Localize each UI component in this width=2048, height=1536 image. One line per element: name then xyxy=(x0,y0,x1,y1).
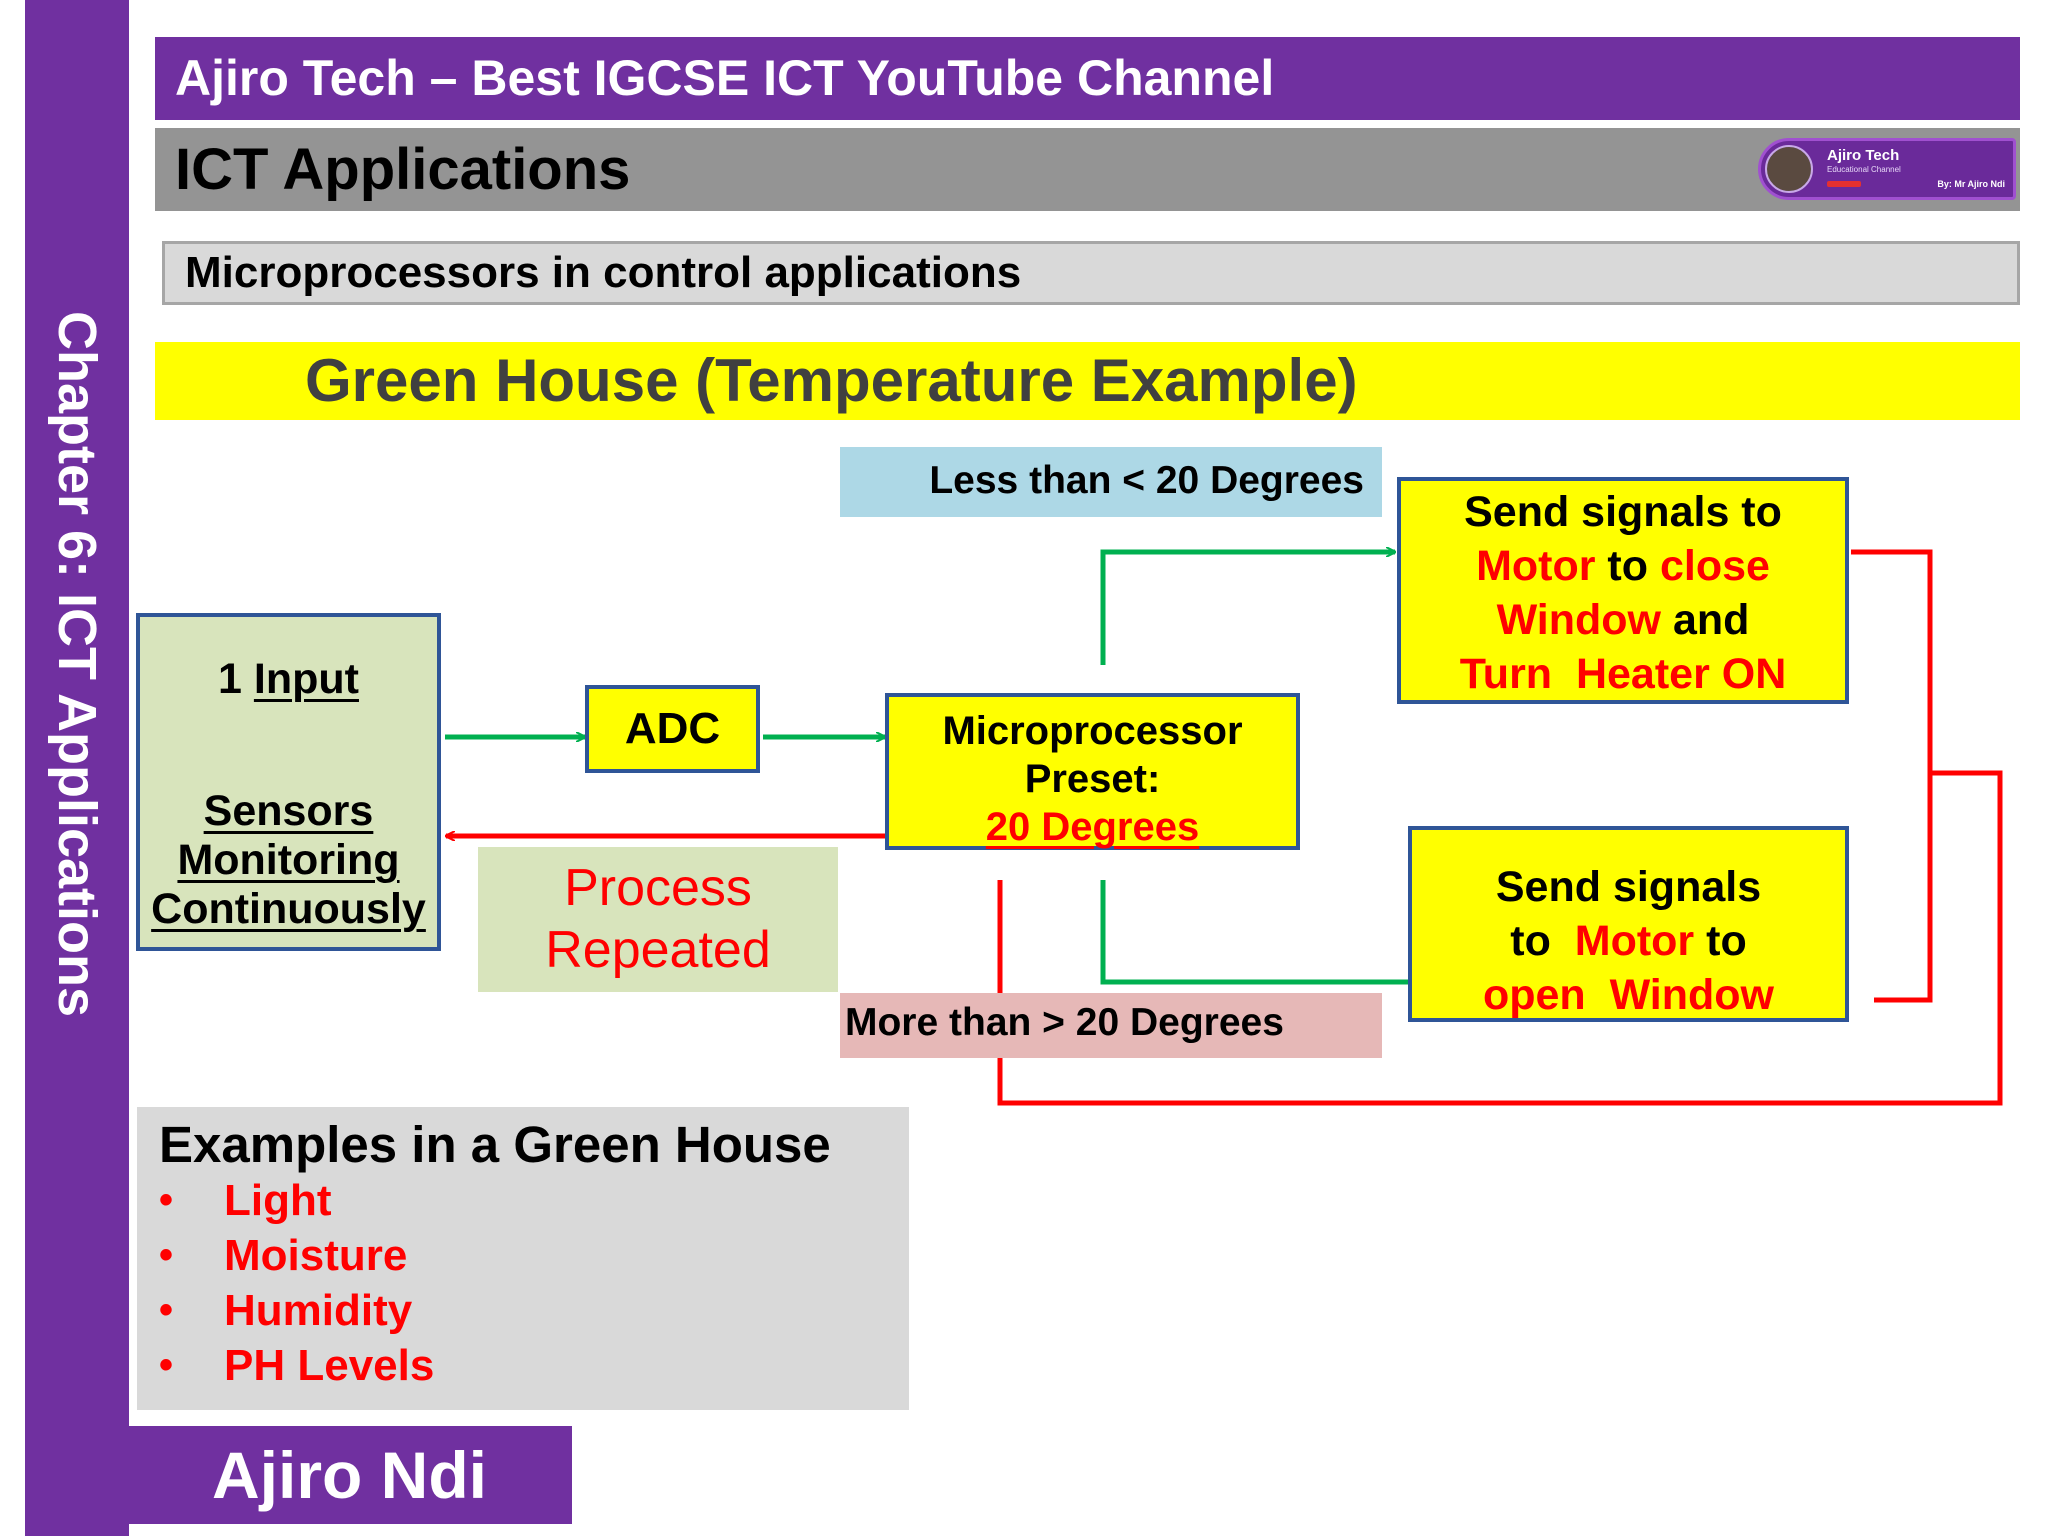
logo-subtitle: Educational Channel xyxy=(1827,165,1901,174)
close-window: Window xyxy=(1496,596,1661,644)
examples-panel: Examples in a Green House • Light • Moistu… xyxy=(137,1107,909,1410)
channel-logo: Ajiro Tech Educational Channel By: Mr Aj… xyxy=(1758,138,2016,200)
topic-title: ICT Applications xyxy=(155,128,2020,211)
process-line1: Process xyxy=(564,859,752,917)
input-box: 1 Input Sensors Monitoring Continuously xyxy=(136,613,441,951)
feedback-line-close-box xyxy=(1851,549,1933,1003)
input-line-sensors: Sensors xyxy=(203,787,374,835)
process-repeated-label: Process Repeated xyxy=(478,847,838,992)
close-motor: Motor xyxy=(1476,542,1596,590)
close-to: to xyxy=(1595,542,1660,590)
bullet: • xyxy=(159,1178,174,1222)
chapter-sidebar xyxy=(25,0,129,1536)
bullet: • xyxy=(159,1288,174,1332)
close-window-box: Send signals to Motor to close Window an… xyxy=(1397,477,1849,704)
close-and: and xyxy=(1661,596,1750,644)
logo-byline: By: Mr Ajiro Ndi xyxy=(1937,179,2005,189)
list-item: • Moisture xyxy=(159,1228,909,1283)
avatar xyxy=(1765,145,1813,193)
open-to2: to xyxy=(1694,917,1747,965)
open-motor: Motor xyxy=(1574,917,1695,965)
input-line-monitoring: Monitoring xyxy=(177,836,400,884)
close-word: close xyxy=(1659,542,1770,590)
list-item: • PH Levels xyxy=(159,1338,909,1393)
open-to: to xyxy=(1510,917,1575,965)
less-than-label: Less than < 20 Degrees xyxy=(840,447,1382,517)
example-moisture: Moisture xyxy=(224,1231,408,1280)
microprocessor-line2: Preset: xyxy=(1024,757,1161,801)
logo-badge xyxy=(1827,181,1861,187)
example-ph-levels: PH Levels xyxy=(224,1341,435,1390)
list-item: • Light xyxy=(159,1173,909,1228)
examples-title: Examples in a Green House xyxy=(159,1116,831,1173)
subtopic-bar: Microprocessors in control applications xyxy=(162,241,2020,305)
logo-title: Ajiro Tech xyxy=(1827,147,1900,164)
slide-heading: Green House (Temperature Example) xyxy=(155,342,2020,420)
example-light: Light xyxy=(224,1176,332,1225)
open-window-box: Send signals to Motor to open Window xyxy=(1408,826,1849,1022)
open-window: open Window xyxy=(1482,971,1774,1019)
close-heater: Turn Heater ON xyxy=(1459,650,1787,698)
bullet: • xyxy=(159,1343,174,1387)
author-name: Ajiro Ndi xyxy=(127,1426,572,1524)
bullet: • xyxy=(159,1233,174,1277)
process-line2: Repeated xyxy=(545,921,771,979)
microprocessor-preset-value: 20 Degrees xyxy=(985,805,1200,849)
microprocessor-box: Microprocessor Preset: 20 Degrees xyxy=(885,693,1300,850)
close-line1: Send signals to xyxy=(1464,488,1782,536)
list-item: • Humidity xyxy=(159,1283,909,1338)
open-line1: Send signals xyxy=(1495,863,1762,911)
adc-box: ADC xyxy=(585,685,760,773)
microprocessor-line1: Microprocessor xyxy=(942,709,1243,753)
channel-banner: Ajiro Tech – Best IGCSE ICT YouTube Chan… xyxy=(155,37,2020,120)
arrow-less-than-branch xyxy=(1100,552,1395,665)
input-title: Input xyxy=(253,655,359,703)
more-than-label: More than > 20 Degrees xyxy=(840,993,1382,1058)
input-number: 1 xyxy=(218,655,242,703)
example-humidity: Humidity xyxy=(224,1286,413,1335)
arrow-more-than-branch xyxy=(1100,880,1428,982)
input-line-continuously: Continuously xyxy=(151,885,426,933)
